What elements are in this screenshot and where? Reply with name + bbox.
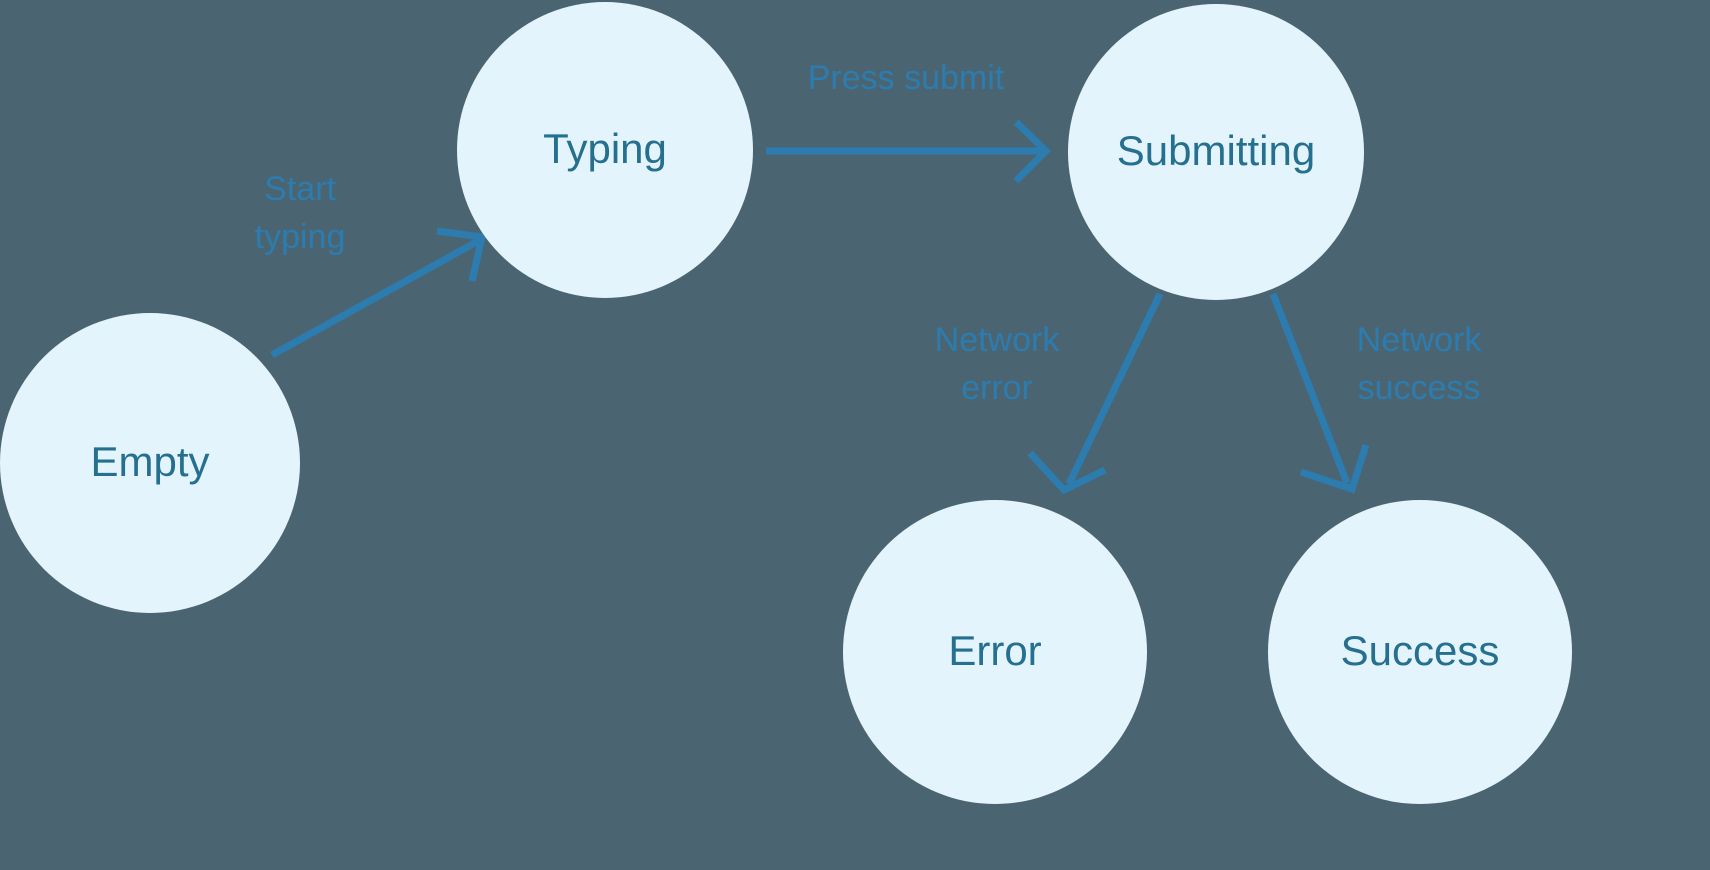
node-submitting[interactable]: Submitting	[1068, 4, 1364, 300]
node-label-submitting: Submitting	[1117, 127, 1315, 174]
node-label-empty: Empty	[90, 438, 209, 485]
arrowhead-icon	[1299, 443, 1370, 494]
node-circle-typing[interactable]	[457, 2, 753, 298]
edge-submitting-to-error	[1027, 292, 1164, 495]
edge-label-line: Network	[935, 321, 1061, 359]
arrowhead-icon	[1013, 119, 1051, 184]
edge-label-typing-to-submitting: Press submit	[808, 59, 1005, 97]
node-label-success: Success	[1341, 627, 1500, 674]
edge-label-submitting-to-error: Network error	[935, 321, 1061, 407]
edge-label-line: Network	[1357, 321, 1483, 359]
edge-label-line: Start	[264, 170, 336, 208]
edge-line	[1065, 292, 1164, 486]
edge-line	[270, 236, 482, 359]
edge-empty-to-typing	[270, 227, 487, 359]
edge-label-submitting-to-success: Network success	[1357, 321, 1483, 407]
edge-typing-to-submitting	[766, 119, 1051, 184]
node-empty[interactable]: Empty	[0, 313, 300, 613]
edges-layer	[270, 119, 1370, 495]
edge-line	[1269, 292, 1351, 485]
edge-label-empty-to-typing: Start typing	[255, 170, 346, 256]
node-success[interactable]: Success	[1268, 500, 1572, 804]
node-typing[interactable]: Typing	[457, 2, 753, 298]
arrowhead-icon	[1027, 450, 1107, 495]
edge-label-line: error	[961, 369, 1033, 407]
node-circle-success[interactable]	[1268, 500, 1572, 804]
node-circle-empty[interactable]	[0, 313, 300, 613]
edge-label-line: Press submit	[808, 59, 1005, 97]
edge-label-line: typing	[255, 218, 346, 256]
node-label-typing: Typing	[543, 125, 667, 172]
node-error[interactable]: Error	[843, 500, 1147, 804]
edge-submitting-to-success	[1269, 292, 1370, 494]
node-label-error: Error	[948, 627, 1041, 674]
node-circle-error[interactable]	[843, 500, 1147, 804]
edge-label-line: success	[1358, 369, 1481, 407]
node-circle-submitting[interactable]	[1068, 4, 1364, 300]
arrowhead-icon	[436, 227, 487, 282]
